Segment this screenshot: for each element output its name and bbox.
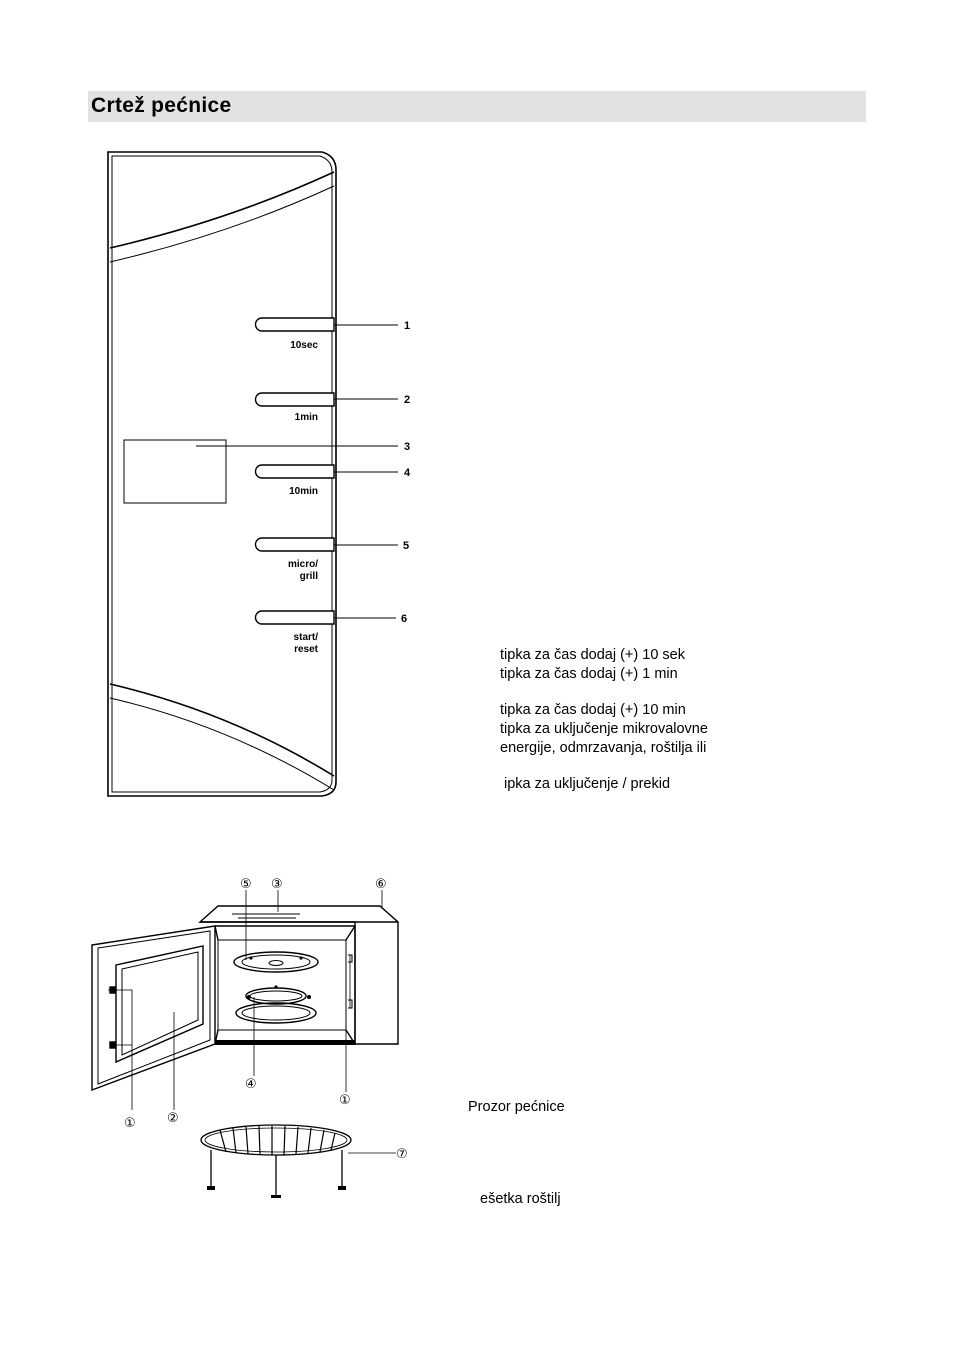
oven-callout-6: ⑥	[375, 877, 387, 892]
button-label-1min: 1min	[295, 412, 318, 423]
desc-micro-line1: tipka za uključenje mikrovalovne	[500, 721, 708, 737]
oven-callout-1-left: ①	[124, 1116, 136, 1131]
desc-grill-rack: ešetka roštilj	[480, 1191, 561, 1207]
desc-oven-window: Prozor pećnice	[468, 1099, 565, 1115]
oven-callout-2: ②	[167, 1111, 179, 1126]
button-label-10sec: 10sec	[290, 340, 318, 351]
desc-start-reset: ipka za uključenje / prekid	[504, 776, 671, 792]
desc-micro-line2: energije, odmrzavanja, roštilja ili	[500, 740, 707, 756]
desc-1min: tipka za čas dodaj (+) 1 min	[500, 666, 678, 682]
callout-3: 3	[404, 441, 410, 453]
section-title-bar: Crtež pećnice	[88, 91, 866, 122]
callout-6: 6	[401, 613, 407, 625]
callout-1: 1	[404, 320, 410, 332]
desc-10min: tipka za čas dodaj (+) 10 min	[500, 702, 686, 718]
callout-4: 4	[404, 467, 411, 479]
oven-callout-7: ⑦	[396, 1147, 408, 1162]
callout-2: 2	[404, 394, 410, 406]
button-label-10min: 10min	[289, 486, 318, 497]
page-title: Crtež pećnice	[91, 94, 232, 117]
button-label-micro: micro/	[288, 559, 318, 570]
button-label-reset: reset	[294, 644, 319, 655]
button-label-start: start/	[294, 632, 319, 643]
oven-callout-5: ⑤	[240, 877, 252, 892]
desc-10sec: tipka za čas dodaj (+) 10 sek	[500, 647, 685, 663]
oven-callout-1-right: ①	[339, 1093, 351, 1108]
callout-5: 5	[403, 540, 409, 552]
oven-callout-3: ③	[271, 877, 283, 892]
oven-callout-4: ④	[245, 1077, 257, 1092]
button-label-grill: grill	[300, 571, 319, 582]
